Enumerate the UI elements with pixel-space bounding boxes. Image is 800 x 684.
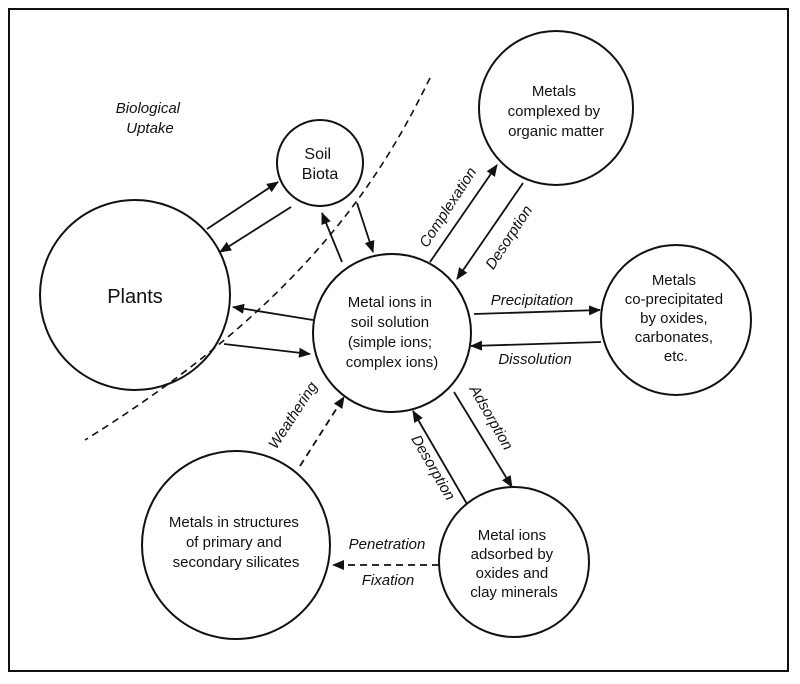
arrow-plants-to-solution: [223, 343, 311, 358]
label-dissolution: Dissolution: [498, 351, 571, 368]
arrow-complexation: [429, 164, 498, 263]
coprecipitated-circle: [600, 244, 752, 396]
plants-circle: [39, 199, 231, 391]
arrow-precipitation: [473, 305, 601, 316]
biological-uptake-boundary: [84, 77, 431, 441]
arrow-solution-to-plants: [232, 303, 314, 321]
label-weathering: Weathering: [265, 378, 321, 452]
soil-biota-circle: [276, 119, 364, 207]
arrow-biota-to-plants: [219, 206, 292, 253]
silicates-label: Metals in structures of primary and seco…: [169, 514, 303, 571]
label-penetration: Penetration: [349, 536, 426, 553]
adsorbed-oxides-label: Metal ions adsorbed by oxides and clay m…: [470, 527, 558, 601]
soil-biota-label: Soil Biota: [302, 146, 339, 183]
arrow-adsorption: [453, 391, 513, 488]
label-desorption-organic: Desorption: [482, 202, 536, 272]
adsorbed-oxides-circle: [438, 486, 590, 638]
label-precipitation: Precipitation: [491, 292, 574, 309]
coprecipitated-label: Metals co-precipitated by oxides, carbon…: [625, 272, 728, 365]
metal-ions-solution-label: Metal ions in soil solution (simple ions…: [346, 294, 439, 371]
arrow-solution-to-biota: [321, 212, 343, 263]
region-label: Biological Uptake: [116, 100, 184, 137]
arrow-biota-to-solution: [356, 202, 375, 253]
diagram-frame: [8, 8, 789, 672]
label-adsorption: Adsorption: [465, 382, 516, 453]
arrow-desorption-clay: [412, 410, 468, 505]
arrow-plants-to-biota: [206, 181, 279, 230]
label-complexation: Complexation: [416, 164, 480, 250]
silicates-circle: [141, 450, 331, 640]
complexed-organic-circle: [478, 30, 634, 186]
label-fixation: Fixation: [362, 572, 415, 589]
arrow-dissolution: [470, 340, 602, 351]
arrow-weathering: [299, 396, 345, 467]
arrow-desorption-organic: [456, 182, 524, 280]
metal-ions-solution-circle: [312, 253, 472, 413]
complexed-organic-label: Metals complexed by organic matter: [508, 83, 605, 140]
label-desorption-clay: Desorption: [407, 432, 458, 503]
plants-label: Plants: [107, 286, 163, 308]
